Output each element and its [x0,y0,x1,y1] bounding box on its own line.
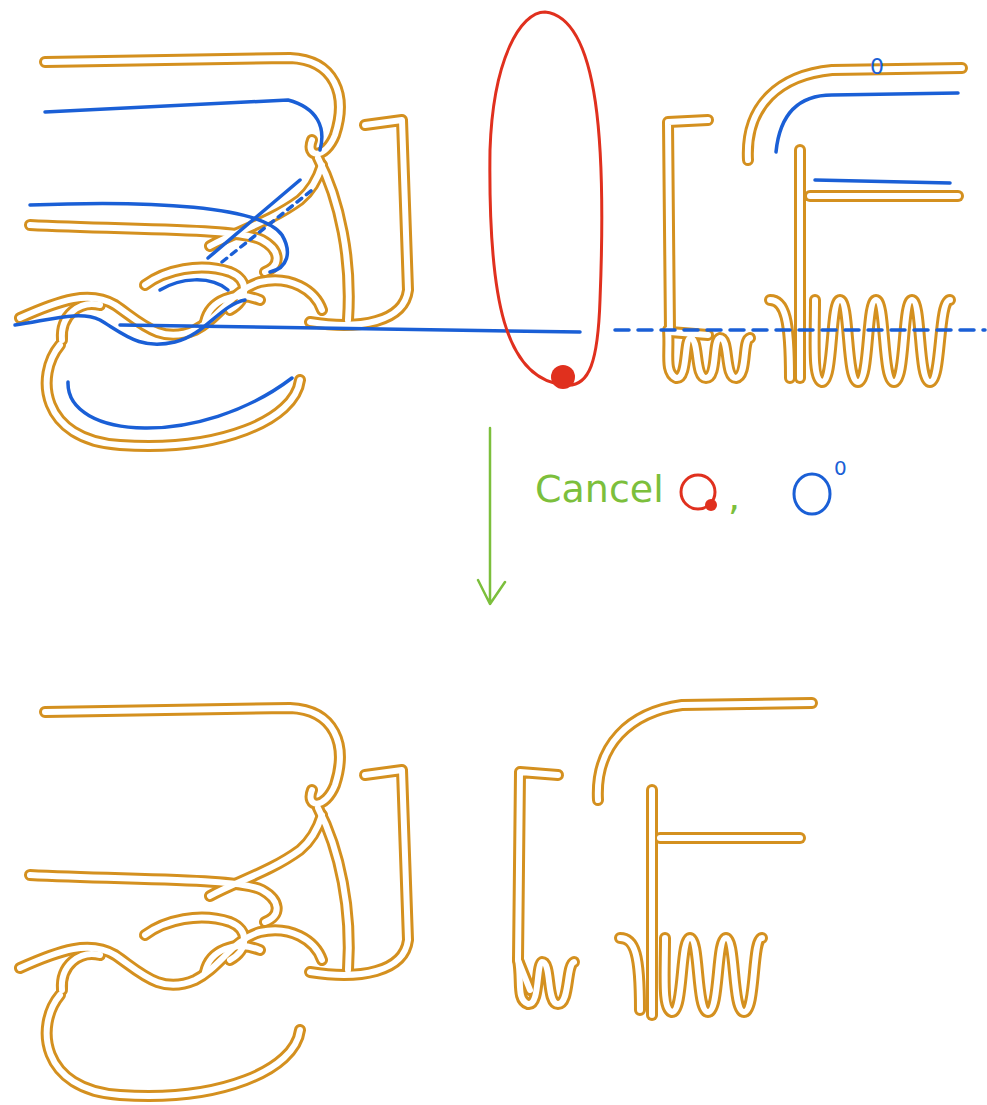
band-gap [668,68,962,382]
dot-symbol [705,499,717,511]
zero-framed-circle [794,474,830,514]
band-gap [20,708,408,1096]
band-gap [518,703,812,1015]
move-arrow [478,428,505,604]
orange-band [668,68,962,382]
blue-knot [15,93,985,428]
framing-number: 0 [834,458,847,478]
framing-number: 0 [870,56,884,78]
separator: , [728,478,740,516]
orange-band [20,708,408,1096]
orange-band [20,58,408,446]
band-gap [20,58,408,446]
move-caption: Cancel [535,470,664,508]
dotted-circle [490,12,602,385]
orange-band [518,703,812,1015]
one-handle-dot [551,365,575,389]
